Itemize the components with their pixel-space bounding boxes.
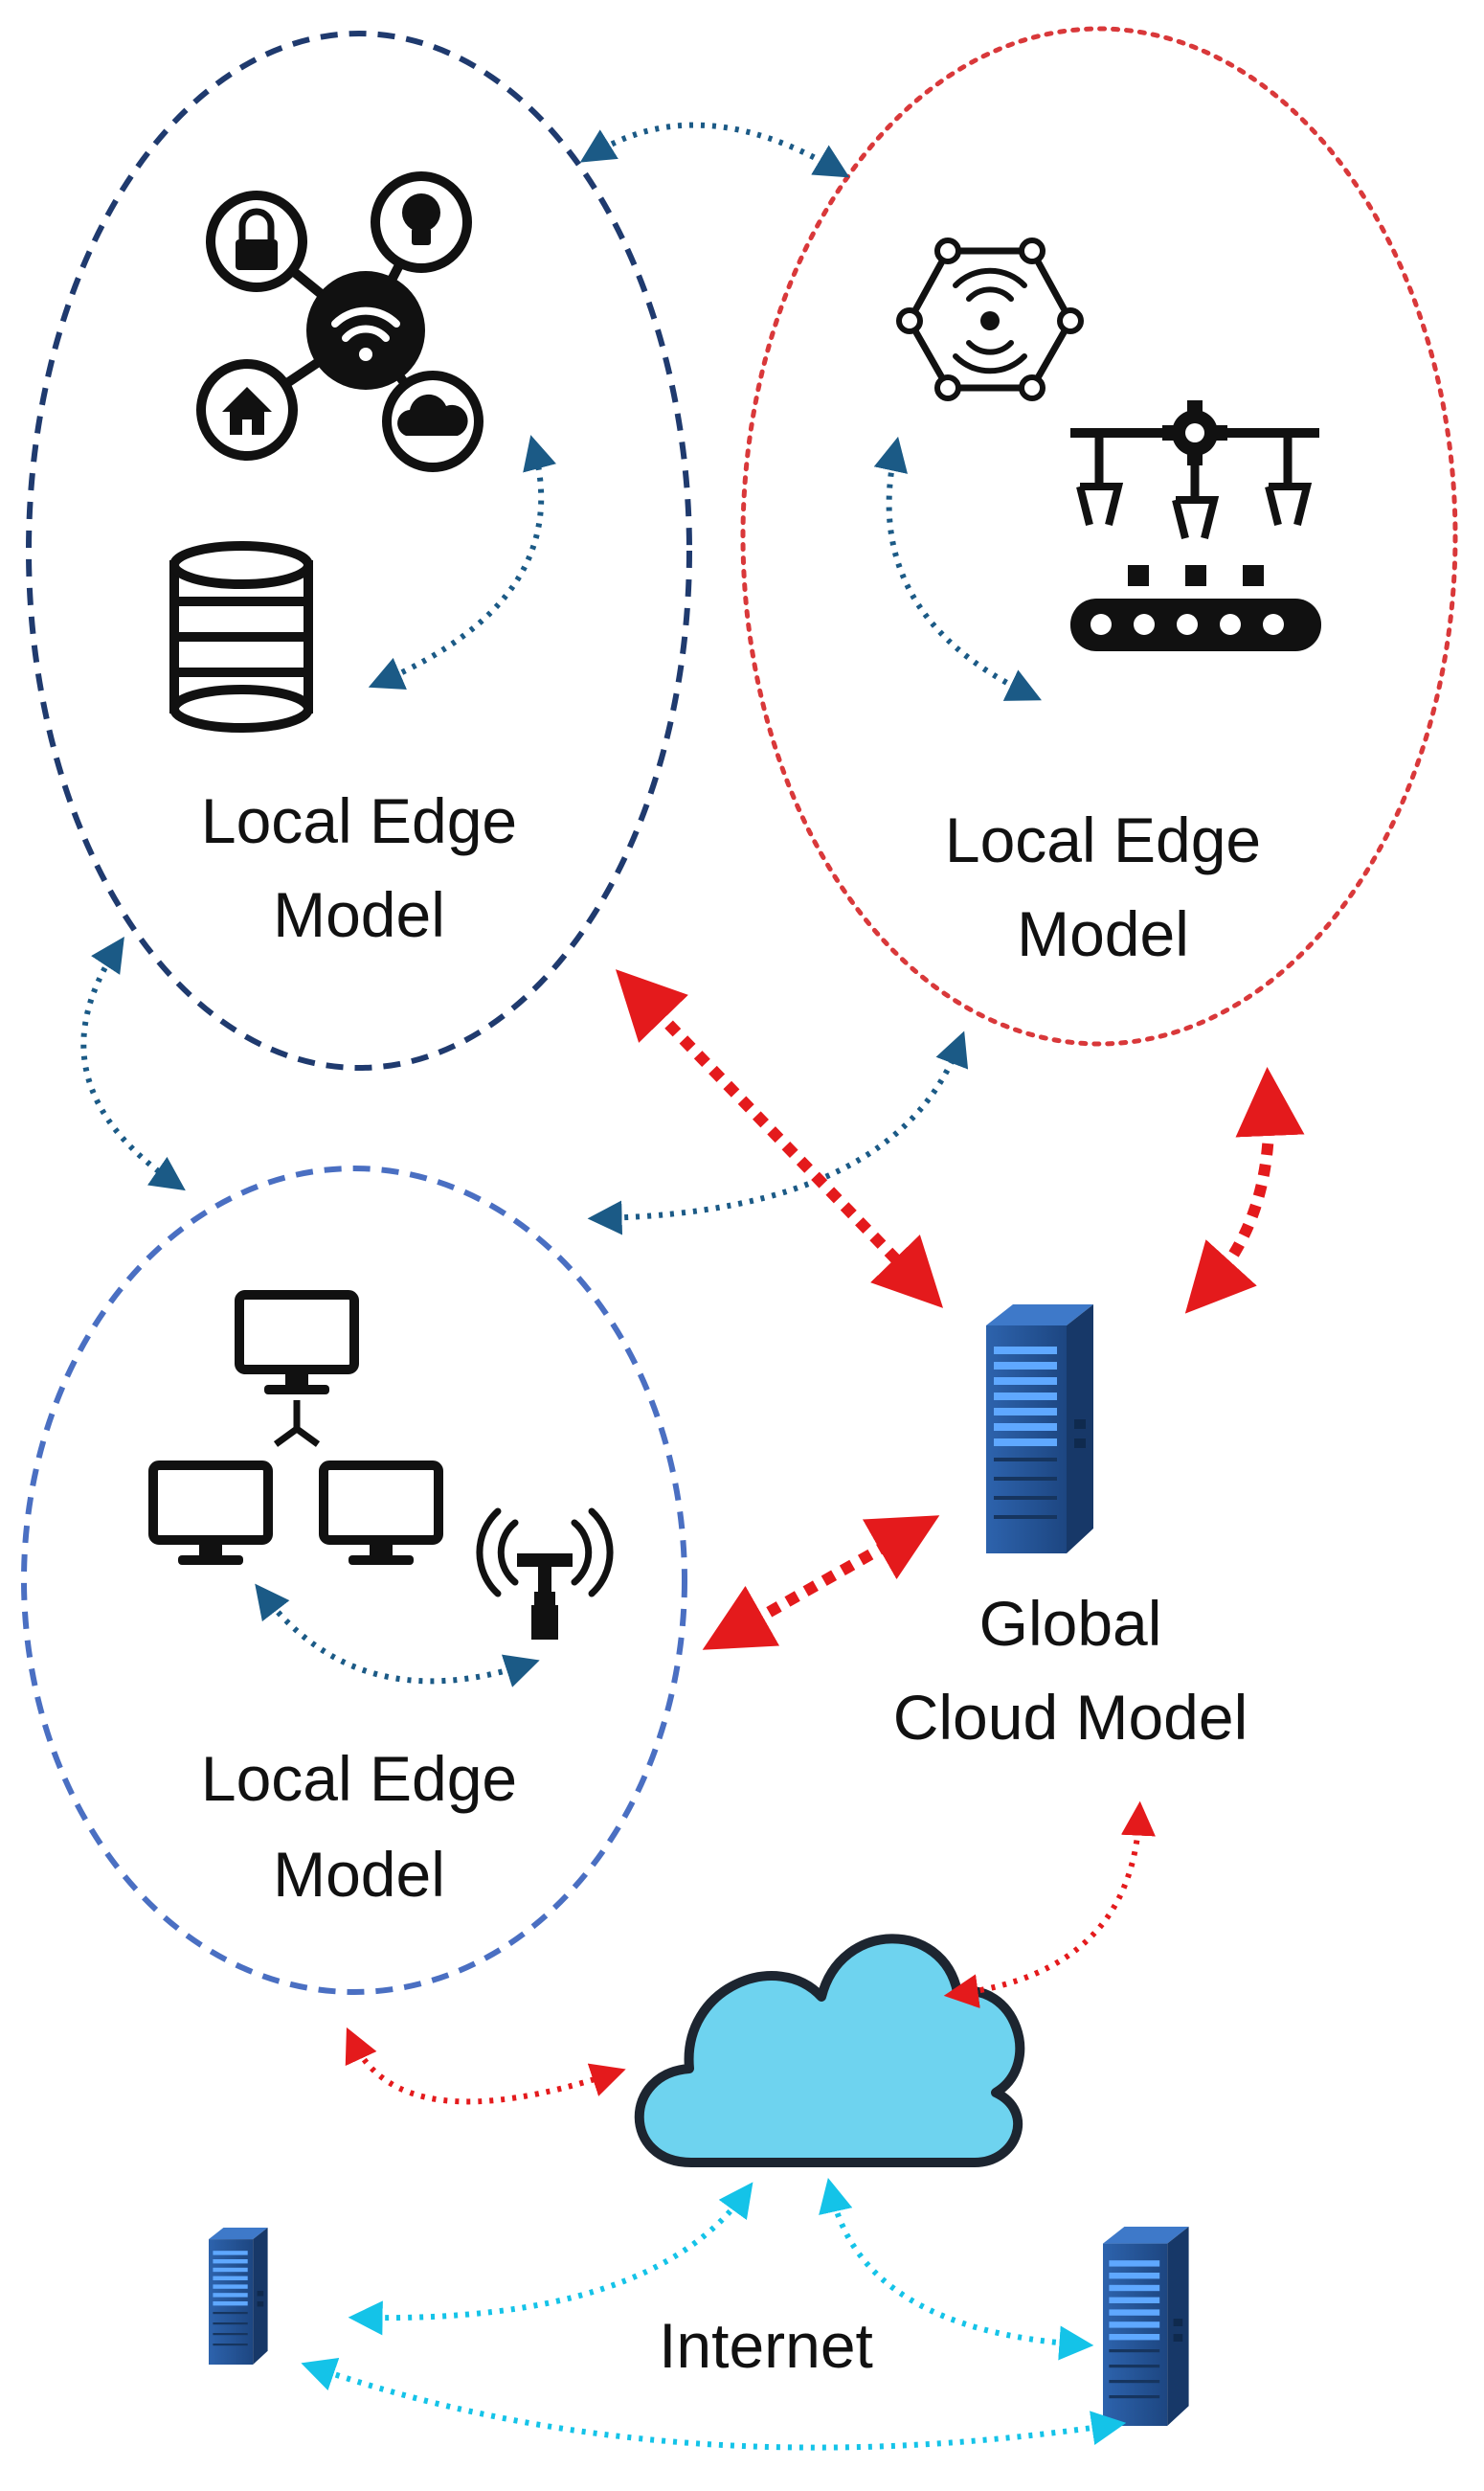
internet-server-left-icon [209, 2228, 268, 2365]
edge-top-right-label-line1: Local Edge [945, 804, 1261, 875]
internet-link-left-right [301, 2358, 1127, 2451]
lightbulb-icon [371, 171, 472, 273]
cluster-bottom-left [21, 1166, 687, 1995]
edge-top-left-label-line1: Local Edge [201, 785, 517, 856]
cloud-link-bl [345, 2027, 626, 2105]
cloud-small-icon [382, 371, 483, 472]
global-label-line1: Global [979, 1588, 1162, 1659]
link-tl-bl [80, 936, 186, 1191]
link-sensor-factory [873, 436, 1042, 701]
conveyor-icon [1070, 565, 1321, 651]
link-tl-tr [579, 122, 850, 178]
global-link-tr [1184, 1067, 1305, 1314]
iot-hub-icon [244, 219, 438, 424]
internet-server-right-icon [1103, 2227, 1189, 2426]
cluster-top-left [26, 31, 692, 1071]
link-db-hub [368, 435, 556, 690]
internet-link-cloud-right [819, 2177, 1094, 2361]
edge-top-left-label-line2: Model [273, 879, 445, 950]
cloud-icon [634, 1934, 1025, 2167]
global-link-bl [702, 1515, 940, 1650]
edge-bottom-left-label-line1: Local Edge [201, 1743, 517, 1814]
database-icon [169, 541, 313, 733]
sensor-hexagon-icon [896, 238, 1084, 401]
edge-top-right-label-line2: Model [1017, 898, 1189, 969]
home-icon [196, 359, 298, 461]
global-label-line2: Cloud Model [893, 1682, 1248, 1753]
link-bl-tr [587, 1030, 969, 1235]
cloud-link-global [943, 1800, 1156, 2009]
cluster-top-right [740, 26, 1458, 1047]
global-server-icon [986, 1304, 1093, 1553]
antenna-icon [476, 1507, 614, 1640]
monitor-network-icon [153, 1295, 438, 1565]
link-monitor-antenna [255, 1583, 540, 1687]
internet-link-left-cloud [348, 2182, 753, 2336]
global-link-tl [615, 969, 944, 1308]
robot-arm-icon [1070, 400, 1319, 539]
internet-label: Internet [659, 2310, 873, 2381]
edge-bottom-left-label-line2: Model [273, 1839, 445, 1910]
lock-icon [206, 191, 307, 292]
